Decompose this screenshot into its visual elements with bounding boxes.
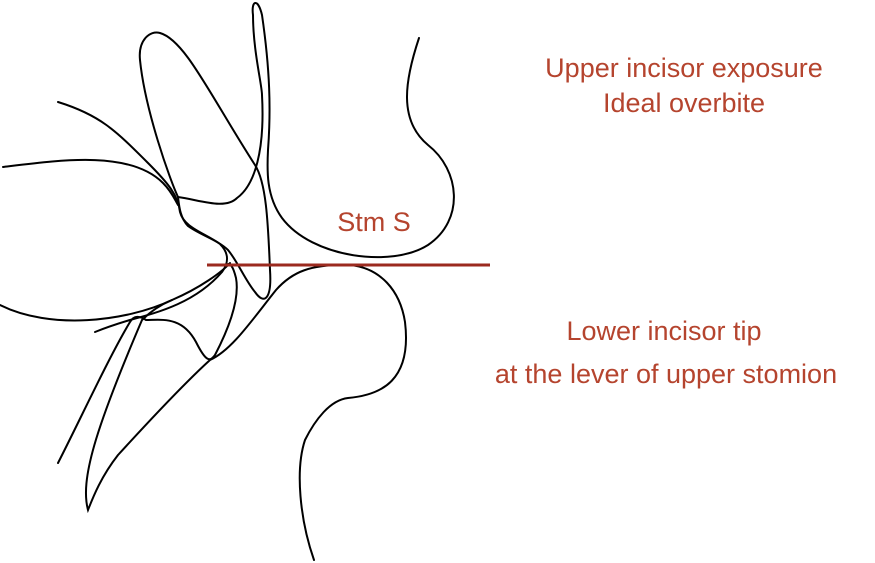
nose-line — [2, 158, 179, 206]
lower-lip-outline — [85, 263, 407, 561]
label-lower-incisor-tip: Lower incisor tip — [566, 316, 762, 346]
upper-lip-outline — [177, 2, 455, 259]
upper-soft-tissue-line — [57, 101, 228, 333]
label-lower-incisor-level: at the lever of upper stomion — [494, 359, 838, 389]
label-ideal-overbite: Ideal overbite — [602, 88, 766, 118]
label-upper-incisor-exposure: Upper incisor exposure — [545, 53, 823, 83]
upper-incisor-outline — [138, 31, 272, 300]
label-stomion: Stm S — [337, 207, 411, 237]
lower-soft-tissue-line — [0, 262, 231, 322]
lower-incisor-outline — [57, 263, 238, 464]
